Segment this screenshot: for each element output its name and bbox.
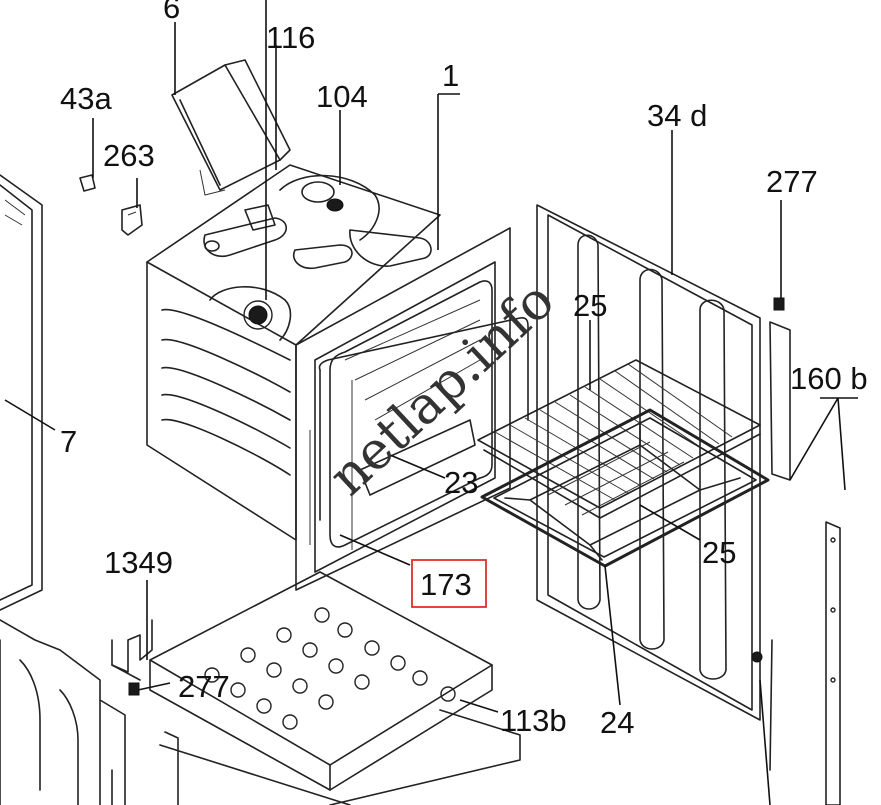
label-173: 173: [420, 567, 472, 602]
side-rail-160b: [751, 321, 791, 771]
leader-lines: [4, 0, 858, 805]
label-277-top: 277: [766, 164, 818, 199]
label-116: 116: [266, 20, 315, 55]
side-panel-left: [0, 174, 101, 805]
bottom-plate: [149, 571, 521, 805]
label-43a: 43a: [60, 81, 112, 116]
bottom-plate-holes: [204, 607, 456, 730]
side-rack-wire: [318, 317, 529, 521]
label-25-bottom: 25: [702, 535, 736, 570]
label-104: 104: [316, 79, 368, 114]
label-277-bottom: 277: [178, 669, 230, 704]
vent-plate: [171, 59, 291, 196]
label-263: 263: [103, 138, 155, 173]
label-7: 7: [60, 424, 77, 459]
label-1349: 1349: [104, 545, 173, 580]
clip-43a: [79, 174, 96, 192]
bracket-263: [121, 204, 143, 236]
label-24: 24: [600, 705, 634, 740]
label-113b: 113b: [500, 703, 567, 738]
label-25-top: 25: [573, 288, 607, 323]
label-34d: 34 d: [647, 98, 707, 133]
label-1: 1: [442, 58, 459, 93]
wire-shelf: [477, 359, 761, 519]
label-6: 6: [163, 0, 180, 25]
label-160b: 160 b: [790, 361, 868, 396]
label-23: 23: [444, 465, 478, 500]
highlight-box: [411, 559, 487, 608]
bracket-1349: [111, 619, 153, 681]
oven-cavity: [146, 164, 511, 591]
right-rail: [825, 521, 841, 805]
baking-tray: [480, 408, 770, 568]
clip-277-bottom: [128, 682, 140, 696]
callout-labels: 6 116 104 43a 263 1 34 d 277 25 160 b 7 …: [60, 0, 868, 740]
lower-frame: [99, 699, 179, 805]
clip-277-top: [773, 297, 785, 311]
